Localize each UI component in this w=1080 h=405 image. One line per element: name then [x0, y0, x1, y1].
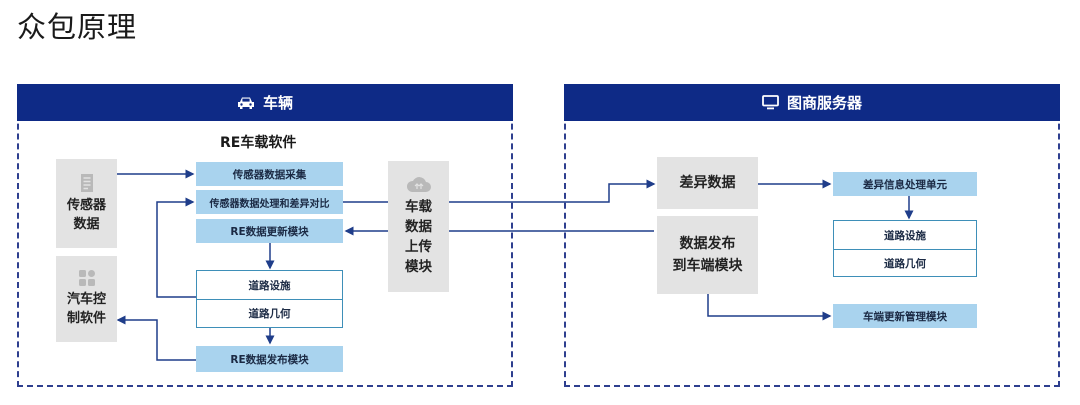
- server-road-facility: 道路设施: [834, 221, 976, 250]
- upload-line1: 车载: [405, 198, 432, 215]
- cloud-upload-icon: [406, 176, 431, 192]
- server-panel-header: 图商服务器: [564, 84, 1060, 121]
- document-icon: [80, 173, 93, 192]
- upload-line2: 数据: [405, 218, 432, 235]
- arrow-publish-to-control: [116, 315, 196, 361]
- diff-data-label: 差异数据: [679, 174, 736, 191]
- vehicle-road-geometry: 道路几何: [248, 308, 291, 320]
- vehicle-panel: [17, 84, 513, 387]
- upload-line4: 模块: [405, 259, 432, 276]
- server-publish-box: 数据发布 到车端模块: [657, 216, 758, 294]
- sensor-data-line2: 数据: [73, 216, 100, 232]
- car-control-box: 汽车控 制软件: [56, 256, 117, 342]
- publish-module: RE数据发布模块: [196, 346, 343, 372]
- vehicle-road-box: 道路设施 道路几何: [196, 270, 343, 328]
- monitor-icon: [762, 95, 779, 110]
- car-control-line1: 汽车控: [66, 292, 106, 308]
- upload-line3: 上传: [405, 239, 432, 255]
- server-publish-line2: 到车端模块: [672, 258, 743, 274]
- vehicle-panel-header: 车辆: [17, 84, 513, 121]
- diff-data-box: 差异数据: [657, 157, 758, 209]
- app-grid-icon: [78, 270, 95, 287]
- server-publish-line1: 数据发布: [679, 235, 736, 252]
- process-module: 传感器数据处理和差异对比: [196, 190, 343, 214]
- update-mgmt-module: 车端更新管理模块: [833, 304, 977, 328]
- arrow-publish-to-mgmt: [707, 294, 832, 321]
- vehicle-panel-title: 车辆: [262, 94, 293, 112]
- upload-module-box: 车载 数据 上传 模块: [388, 161, 449, 292]
- update-module: RE数据更新模块: [196, 219, 343, 243]
- arrow-road-to-process: [156, 197, 196, 298]
- car-icon: [237, 97, 254, 109]
- server-road-geometry: 道路几何: [884, 257, 926, 270]
- sensor-data-box: 传感器 数据: [56, 159, 117, 248]
- re-software-title: RE车载软件: [220, 135, 297, 151]
- vehicle-road-facility: 道路设施: [197, 271, 342, 300]
- diff-unit-module: 差异信息处理单元: [833, 172, 977, 196]
- page-title: 众包原理: [17, 10, 138, 44]
- server-panel: [564, 84, 1060, 387]
- collect-module: 传感器数据采集: [196, 162, 343, 186]
- server-road-box: 道路设施 道路几何: [833, 220, 977, 277]
- car-control-line2: 制软件: [66, 311, 106, 326]
- sensor-data-line1: 传感器: [66, 197, 106, 213]
- server-panel-title: 图商服务器: [786, 94, 862, 112]
- arrow-process-to-diff: [343, 179, 656, 203]
